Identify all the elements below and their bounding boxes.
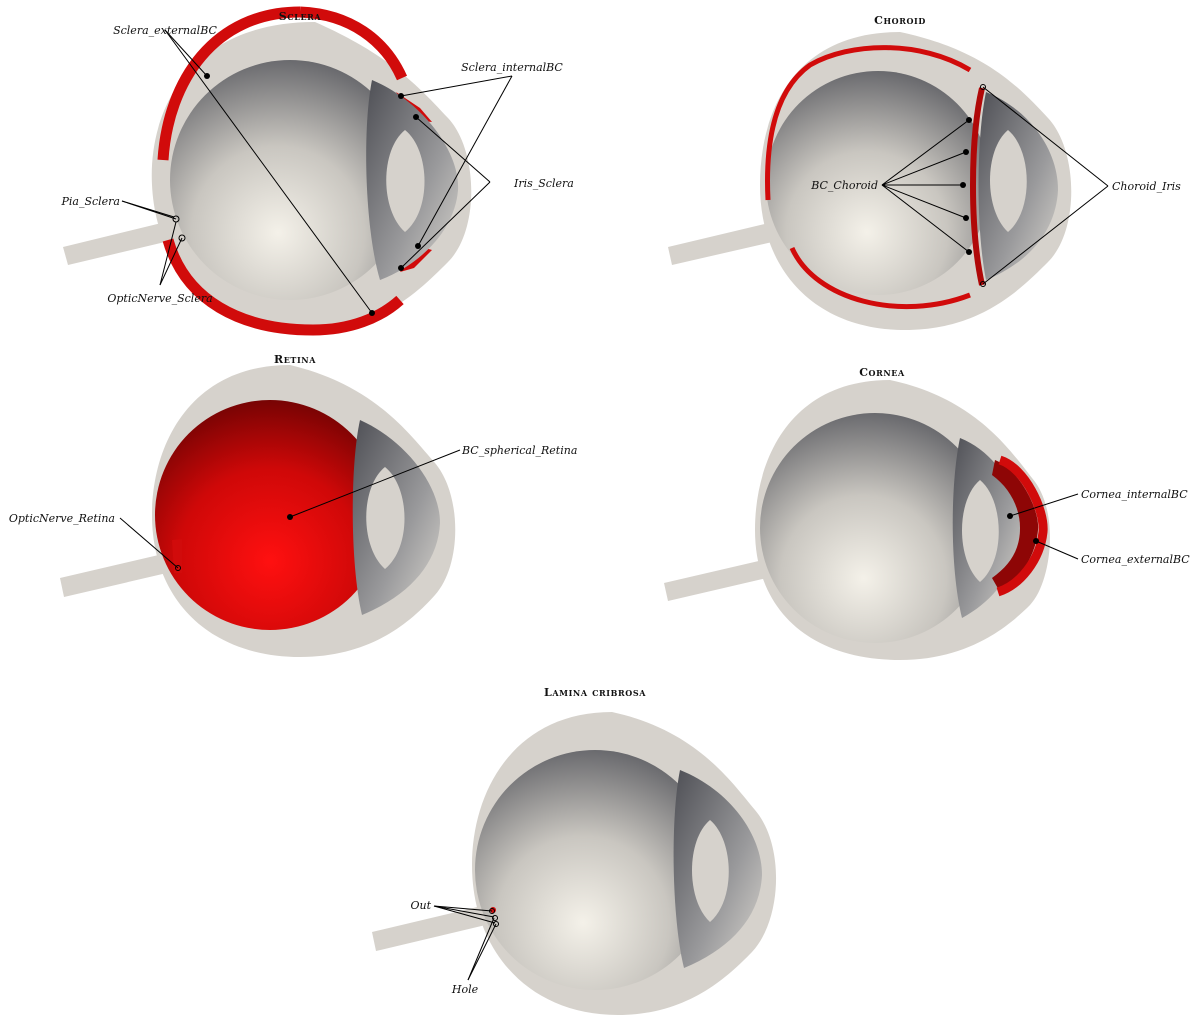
label-cornea-internal: Cornea_internalBC [1081, 488, 1188, 501]
label-hole: Hole [452, 983, 478, 996]
panel-cornea: Cornea Cornea_internalBC Cornea_external… [600, 360, 1192, 670]
label-choroid-iris: Choroid_Iris [1112, 180, 1181, 193]
label-pia-sclera: Pia_Sclera [61, 195, 120, 208]
panel-title: Lamina cribrosa [544, 686, 646, 699]
panel-choroid: Choroid BC_Choroid Choroid_Iris [600, 0, 1192, 340]
panel-sclera: Sclera Sclera_externalBC Sclera_internal… [0, 0, 600, 340]
lamina-eye-diagram [300, 680, 900, 1021]
label-iris-sclera: Iris_Sclera [514, 177, 574, 190]
retina-eye-diagram [0, 345, 600, 675]
label-out: Out [410, 899, 431, 912]
panel-title: Retina [274, 353, 316, 366]
panel-retina: Retina BC_spherical_Retina OpticNerve_Re… [0, 345, 600, 675]
panel-title: Choroid [874, 14, 926, 27]
label-opticnerve-sclera: OpticNerve_Sclera [107, 292, 212, 305]
label-sclera-external: Sclera_externalBC [113, 24, 217, 37]
choroid-eye-diagram [600, 0, 1192, 340]
label-cornea-external: Cornea_externalBC [1081, 553, 1190, 566]
label-bc-spherical-retina: BC_spherical_Retina [462, 444, 577, 457]
retina-layer [155, 400, 385, 630]
lamina-cribrosa [490, 907, 496, 913]
sclera-eye-diagram [0, 0, 600, 340]
label-bc-choroid: BC_Choroid [811, 179, 878, 192]
optic-nerve [372, 904, 494, 951]
panel-title: Sclera [279, 10, 322, 23]
panel-title: Cornea [859, 366, 905, 379]
cornea-eye-diagram [600, 360, 1192, 670]
label-opticnerve-retina: OpticNerve_Retina [9, 512, 115, 525]
label-sclera-internal: Sclera_internalBC [461, 61, 563, 74]
panel-lamina: Lamina cribrosa Out Hole [300, 680, 900, 1021]
